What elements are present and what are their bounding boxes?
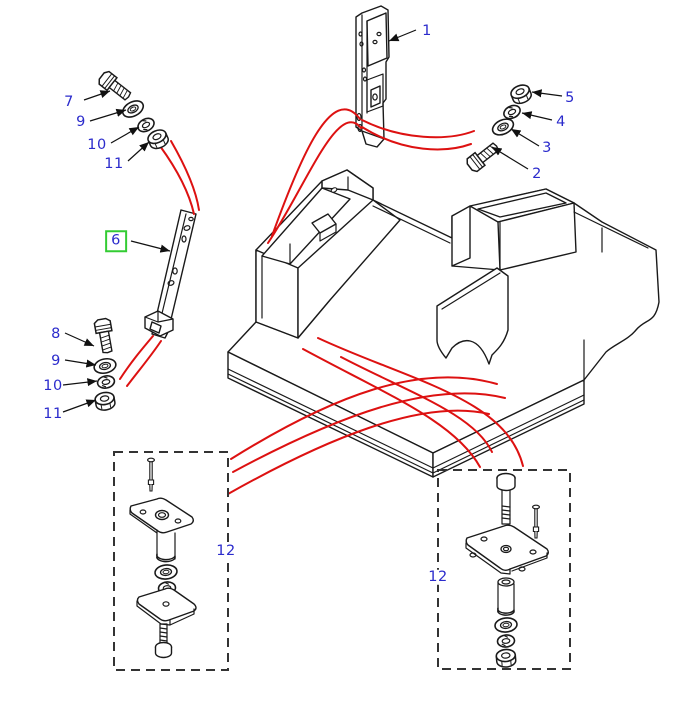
kit-box-left-outline [113,451,229,671]
leader-9-top [89,108,127,122]
leader-10-left [62,378,98,387]
callout-12-left[interactable]: 12 [213,544,239,559]
leader-6 [130,240,171,253]
leader-7 [83,90,111,101]
part-10-spring-washer-glyph-left [95,373,117,391]
fixings-left [91,317,119,413]
callout-11-top[interactable]: 11 [104,155,124,172]
part-1-bracket-glyph [355,5,390,148]
callout-5[interactable]: 5 [565,89,575,106]
leader-3 [510,128,540,147]
kit-right-pin-glyph [531,504,541,539]
kit-left-top-plate-glyph [129,497,194,534]
callout-3[interactable]: 3 [542,139,552,156]
fixings-top-left [96,68,172,152]
part-11-nut-glyph-top [145,126,172,152]
leader-11-left [62,399,97,413]
leader-lines [62,29,563,413]
kit-box-left [113,451,229,671]
part-3-washer-glyph [489,115,517,139]
leader-2 [491,146,529,170]
kit-right-bolt-glyph [496,472,516,525]
fixings-top-right [464,81,534,175]
kit-right-spacer-glyph [497,577,515,616]
kit-box-right [437,469,571,670]
part-4-spring-washer-glyph [500,102,524,122]
leader-11-top [127,141,150,162]
leader-8 [64,332,95,347]
callout-6-highlighted[interactable]: 6 [105,230,127,252]
part-8-bolt-glyph [93,317,117,355]
kit-right-washer-glyph [493,616,519,634]
leader-1 [388,29,417,42]
leader-4 [521,111,553,121]
leader-5 [531,89,563,98]
callout-7[interactable]: 7 [64,93,74,110]
kit-right-spring-washer-glyph [496,633,516,649]
red-reference-curves [119,108,524,495]
part-6-bracket-glyph [144,209,197,339]
kit-left-bottom-plate-glyph [136,587,197,626]
callout-4[interactable]: 4 [556,113,566,130]
callout-1[interactable]: 1 [422,22,432,39]
kit-left-washer-glyph [153,563,179,581]
callout-9-left[interactable]: 9 [51,352,61,369]
kit-box-right-outline [437,469,571,670]
kit-right-plate-glyph [465,524,549,575]
callout-8[interactable]: 8 [51,325,61,342]
callout-10-top[interactable]: 10 [87,136,107,153]
callout-10-left[interactable]: 10 [43,377,63,394]
leader-9-left [64,359,97,368]
callout-12-right[interactable]: 12 [425,570,451,585]
callout-2[interactable]: 2 [532,165,542,182]
part-5-nut-glyph [508,81,534,107]
kit-left-spacer-glyph [156,529,176,563]
part-11-nut-glyph-left [93,390,117,413]
kit-left-bolt-glyph [154,623,173,659]
part-7-bolt-glyph [96,68,135,104]
kit-right-nut-glyph [494,647,518,669]
callout-11-left[interactable]: 11 [43,405,63,422]
callout-9-top[interactable]: 9 [76,113,86,130]
main-body-glyph [227,169,660,478]
part-9-washer-glyph-left [91,356,119,376]
leader-10-top [110,126,140,144]
kit-left-pin-glyph [147,457,155,492]
part-9-washer-glyph-top [119,96,147,122]
